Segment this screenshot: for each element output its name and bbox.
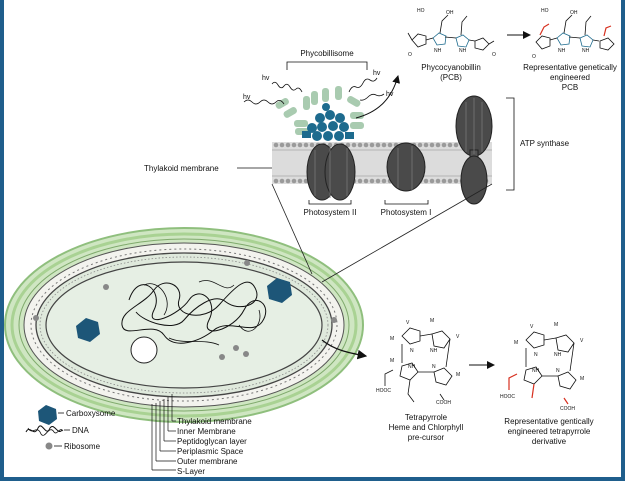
atp-synthase-label: ATP synthase — [520, 139, 570, 148]
hv-label-2: hv — [262, 75, 270, 82]
layer-label-peptidoglycan: Peptidoglycan layer — [177, 437, 247, 446]
ribosome-icon — [243, 351, 249, 357]
chem-label: NH — [408, 364, 416, 370]
cyanobacterium-cell — [4, 227, 364, 423]
chem-label: NH — [532, 368, 540, 374]
chem-label: M — [430, 318, 434, 324]
engineered-pcb-label-line1: Representative genetically — [523, 63, 617, 72]
chem-label: V — [406, 320, 410, 326]
phycobilisome-label: Phycobillisome — [300, 49, 354, 58]
pcb-label-line1: Phycocyanobillin — [421, 63, 481, 72]
chem-label: M — [456, 372, 460, 378]
chem-label: OH — [446, 10, 454, 16]
layer-label-periplasmic: Periplasmic Space — [177, 447, 244, 456]
chem-label: M — [580, 376, 584, 382]
layer-label-thylakoid: Thylakoid membrane — [177, 417, 252, 426]
ribosome-icon — [244, 260, 250, 266]
ribosome-icon — [103, 284, 109, 290]
chem-label: V — [580, 338, 584, 344]
engineered-bond-highlight — [508, 373, 569, 405]
chem-label: NH — [459, 48, 467, 54]
photosystem-i-label: Photosystem I — [381, 208, 432, 217]
engineered-pcb-label-line2: engineered — [550, 73, 590, 82]
pcb-molecule — [407, 14, 495, 51]
chem-label: V — [456, 334, 460, 340]
engineered-bond-highlight — [539, 23, 612, 37]
tetrapyrrole-label-line1: Tetrapyrrole — [405, 413, 448, 422]
engineered-pcb-label-line3: PCB — [562, 83, 578, 92]
ribosome-icon — [331, 317, 337, 323]
layer-leader-lines — [151, 394, 176, 471]
photosystem-ii — [306, 143, 356, 201]
chem-label: OH — [570, 10, 578, 16]
photosystem-i — [386, 142, 426, 192]
chem-label: M — [390, 358, 394, 364]
engineered-tetrapyrrole-label-line2: engineered tetrapyrrole — [508, 427, 591, 436]
chem-label: O — [492, 52, 496, 58]
chem-label: N — [410, 348, 414, 354]
chem-label: O — [408, 52, 412, 58]
chem-label: N — [534, 352, 538, 358]
carboxysome-icon — [76, 318, 100, 342]
hv-label-3: hv — [373, 70, 381, 77]
chem-label: NH — [558, 48, 566, 54]
phycobilisome — [275, 86, 364, 141]
engineered-pcb-molecule — [535, 14, 615, 51]
engineered-tetrapyrrole-label-line1: Representative gentically — [504, 417, 593, 426]
chem-label: M — [514, 340, 518, 346]
chem-label: HO — [417, 8, 425, 14]
light-waves — [243, 77, 385, 105]
dna-tangle — [121, 281, 267, 344]
chem-label: NH — [554, 352, 562, 358]
layer-label-s-layer: S-Layer — [177, 467, 205, 476]
carboxysome-icon — [38, 405, 57, 425]
ribosome-icon — [219, 354, 225, 360]
chem-label: COOH — [560, 406, 575, 412]
engineered-tetrapyrrole-label-line3: derivative — [532, 437, 567, 446]
chem-label: V — [530, 324, 534, 330]
chem-label: HOOC — [376, 388, 391, 394]
chem-label: M — [390, 336, 394, 342]
chem-label: NH — [434, 48, 442, 54]
chem-label: HO — [541, 8, 549, 14]
carboxysome-icon — [267, 278, 292, 303]
photosystem-ii-label: Photosystem II — [304, 208, 357, 217]
ribosome-icon — [233, 345, 239, 351]
chem-label: NH — [430, 348, 438, 354]
tetrapyrrole-label-line3: pre-cursor — [408, 433, 445, 442]
ribosome-icon — [45, 442, 53, 450]
atp-synthase — [455, 95, 493, 205]
legend-dna-label: DNA — [72, 426, 90, 435]
thylakoid-membrane-panel: Phycobillisome hv hv hv hv Thylakoid mem… — [144, 49, 570, 217]
chem-label: NH — [582, 48, 590, 54]
ribosome-icon — [33, 315, 39, 321]
thylakoid-membrane-label: Thylakoid membrane — [144, 164, 219, 173]
legend: Carboxysome DNA Ribosome — [25, 405, 116, 451]
pcb-label-line2: (PCB) — [440, 73, 462, 82]
chem-label: HOOC — [500, 394, 515, 400]
chem-label: COOH — [436, 400, 451, 406]
legend-ribosome-label: Ribosome — [64, 442, 101, 451]
chem-label: N — [432, 364, 436, 370]
hv-label-1: hv — [243, 94, 251, 101]
diagram-canvas: Thylakoid membrane Inner Membrane Peptid… — [4, 8, 617, 476]
layer-label-inner-membrane: Inner Membrane — [177, 427, 236, 436]
tetrapyrrole-molecule — [384, 327, 453, 403]
chem-label: N — [556, 368, 560, 374]
chem-label: M — [554, 322, 558, 328]
layer-label-outer-membrane: Outer membrane — [177, 457, 238, 466]
engineered-tetrapyrrole-molecule — [523, 331, 577, 390]
legend-carboxysome-label: Carboxysome — [66, 409, 116, 418]
chem-label: O — [532, 54, 536, 60]
tetrapyrrole-label-line2: Heme and Chlorphyll — [389, 423, 464, 432]
